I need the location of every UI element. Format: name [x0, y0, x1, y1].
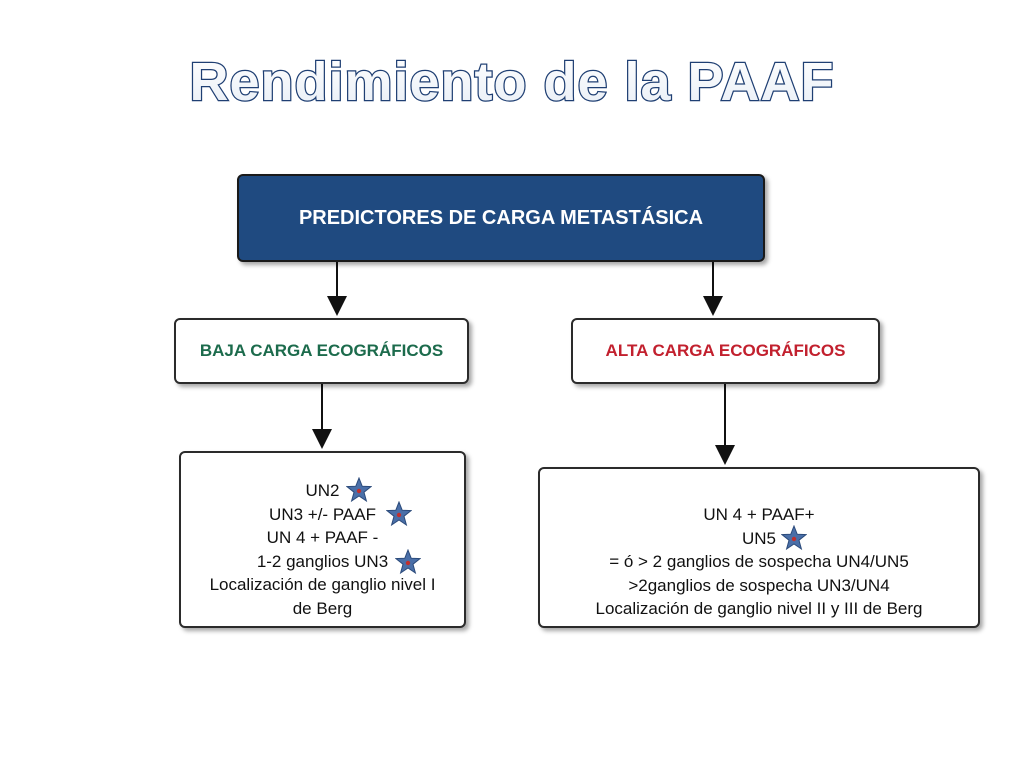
list-item: UN5 — [741, 528, 776, 548]
list-item: Localización de ganglio nivel I — [209, 575, 436, 594]
list-item: Localización de ganglio nivel II y III d… — [595, 599, 923, 618]
list-item: UN3 +/- PAAF — [269, 504, 376, 524]
low-burden-heading-box: BAJA CARGA ECOGRÁFICOS — [174, 318, 469, 384]
list-item: UN 4 + PAAF+ — [703, 505, 815, 524]
list-item: UN 4 + PAAF - — [266, 528, 379, 547]
slide-title-graphic: Rendimiento de la PAAF — [188, 51, 835, 114]
list-item: >2ganglios de sospecha UN3/UN4 — [628, 575, 890, 595]
root-node: PREDICTORES DE CARGA METASTÁSICA — [237, 174, 765, 262]
star-icon — [395, 549, 421, 575]
list-item: = ó > 2 ganglios de sospecha UN4/UN5 — [609, 552, 909, 571]
low-burden-heading: BAJA CARGA ECOGRÁFICOS — [199, 341, 444, 360]
slide-title-text: Rendimiento de la PAAF — [189, 52, 834, 112]
high-burden-heading: ALTA CARGA ECOGRÁFICOS — [605, 341, 846, 360]
star-icon — [386, 501, 412, 527]
star-icon — [781, 525, 807, 551]
low-burden-criteria-box: UN2 UN3 +/- PAAF UN 4 + PAAF - 1-2 gangl… — [179, 451, 466, 628]
high-burden-heading-box: ALTA CARGA ECOGRÁFICOS — [571, 318, 880, 384]
root-node-label: PREDICTORES DE CARGA METASTÁSICA — [298, 206, 704, 229]
high-burden-criteria-box: UN 4 + PAAF+ UN5 = ó > 2 ganglios de sos… — [538, 467, 980, 628]
star-icon — [346, 477, 372, 503]
list-item: de Berg — [292, 598, 353, 618]
slide-title: Rendimiento de la PAAF — [0, 48, 1024, 128]
list-item: UN2 — [305, 481, 340, 500]
list-item: 1-2 ganglios UN3 — [256, 551, 389, 571]
